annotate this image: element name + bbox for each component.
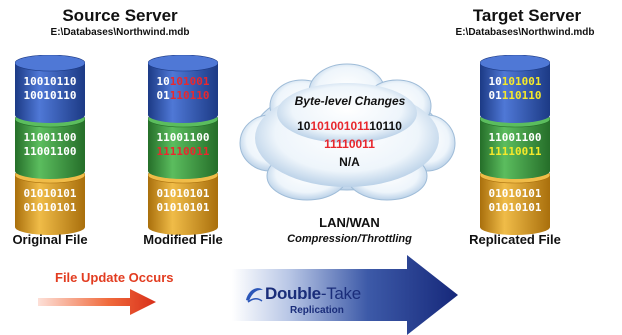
- bits-changed: 101001: [501, 75, 542, 88]
- bit-row: 11110011: [480, 145, 550, 159]
- modified-file-label: Modified File: [143, 232, 223, 247]
- replication-arrow-icon: [232, 255, 458, 335]
- bit-row: 01010101: [15, 201, 85, 215]
- blue-platter: [480, 55, 550, 123]
- network-sublabel: Compression/Throttling: [287, 233, 412, 245]
- bits-plain: 01010101: [488, 187, 542, 200]
- red-arrow-icon: [38, 289, 156, 315]
- bit-row: 10101001: [480, 75, 550, 89]
- double-take-swoosh-icon: [246, 288, 263, 303]
- source-server-title: Source Server: [62, 6, 178, 25]
- bits-plain: 11001100: [488, 131, 542, 144]
- bits-plain: 11001100: [156, 131, 210, 144]
- bit-row: 11001100: [15, 145, 85, 159]
- source-server-path: E:\Databases\Northwind.mdb: [50, 27, 190, 38]
- blue-platter: [148, 55, 218, 123]
- logo-subtitle: Replication: [290, 305, 344, 316]
- bits-plain: 10010110: [23, 75, 77, 88]
- byte-level-changes-cloud: [239, 63, 456, 201]
- bits-changed: 110110: [501, 89, 542, 102]
- disk-stack-graphic: [15, 55, 85, 235]
- cloud-title: Byte-level Changes: [294, 94, 406, 108]
- cloud-changes-line-1: 1010100101110110: [262, 119, 437, 133]
- bits-plain: 10: [156, 75, 170, 88]
- bit-row: 10101001: [148, 75, 218, 89]
- bits-changed: 110110: [169, 89, 210, 102]
- blue-platter: [15, 55, 85, 123]
- cloud-changes-line-3: N/A: [339, 155, 360, 169]
- cloud-changes-line-2: 11110011: [324, 137, 375, 151]
- cloud-bits-black-b: 10110: [369, 119, 402, 133]
- replicated-file-label: Replicated File: [469, 232, 561, 247]
- bit-row: 11001100: [15, 131, 85, 145]
- bit-row: 01010101: [148, 201, 218, 215]
- bit-row: 01010101: [480, 187, 550, 201]
- file-update-text: File Update Occurs: [55, 270, 174, 285]
- bit-row: 11110011: [148, 145, 218, 159]
- bits-plain: 11001100: [23, 131, 77, 144]
- bit-row: 11001100: [480, 131, 550, 145]
- bits-plain: 11110011: [156, 145, 210, 158]
- network-label: LAN/WAN: [319, 215, 380, 230]
- original-file-label: Original File: [12, 232, 88, 247]
- bit-row: 01010101: [480, 201, 550, 215]
- bit-row: 01010101: [15, 187, 85, 201]
- bit-row: 01010101: [148, 187, 218, 201]
- bits-plain: 01010101: [156, 187, 210, 200]
- bit-row: 01110110: [148, 89, 218, 103]
- bit-row: 10010110: [15, 89, 85, 103]
- disk-stack-graphic: [480, 55, 550, 235]
- bits-plain: 10: [488, 75, 502, 88]
- bit-row: 11001100: [148, 131, 218, 145]
- bits-changed: 101001: [169, 75, 210, 88]
- cloud-bits-red: 101001011: [310, 119, 370, 133]
- cloud-bits-black-a: 10: [297, 119, 311, 133]
- logo-word-double: Double: [265, 284, 321, 303]
- target-server-path: E:\Databases\Northwind.mdb: [455, 27, 595, 38]
- bits-plain: 01010101: [23, 187, 77, 200]
- logo-hyphen: -: [320, 284, 327, 303]
- bits-plain: 01010101: [488, 201, 542, 214]
- bits-plain: 10010110: [23, 89, 77, 102]
- bits-plain: 11110011: [488, 145, 542, 158]
- bits-plain: 01: [156, 89, 170, 102]
- double-take-logo: Double-Take Replication: [243, 282, 393, 322]
- bit-row: 01110110: [480, 89, 550, 103]
- bits-plain: 11001100: [23, 145, 77, 158]
- disk-stack-graphic: [148, 55, 218, 235]
- bit-row: 10010110: [15, 75, 85, 89]
- bits-plain: 01010101: [23, 201, 77, 214]
- bits-plain: 01: [488, 89, 502, 102]
- bits-plain: 01010101: [156, 201, 210, 214]
- target-server-title: Target Server: [472, 6, 582, 25]
- logo-word-take: Take: [326, 284, 361, 303]
